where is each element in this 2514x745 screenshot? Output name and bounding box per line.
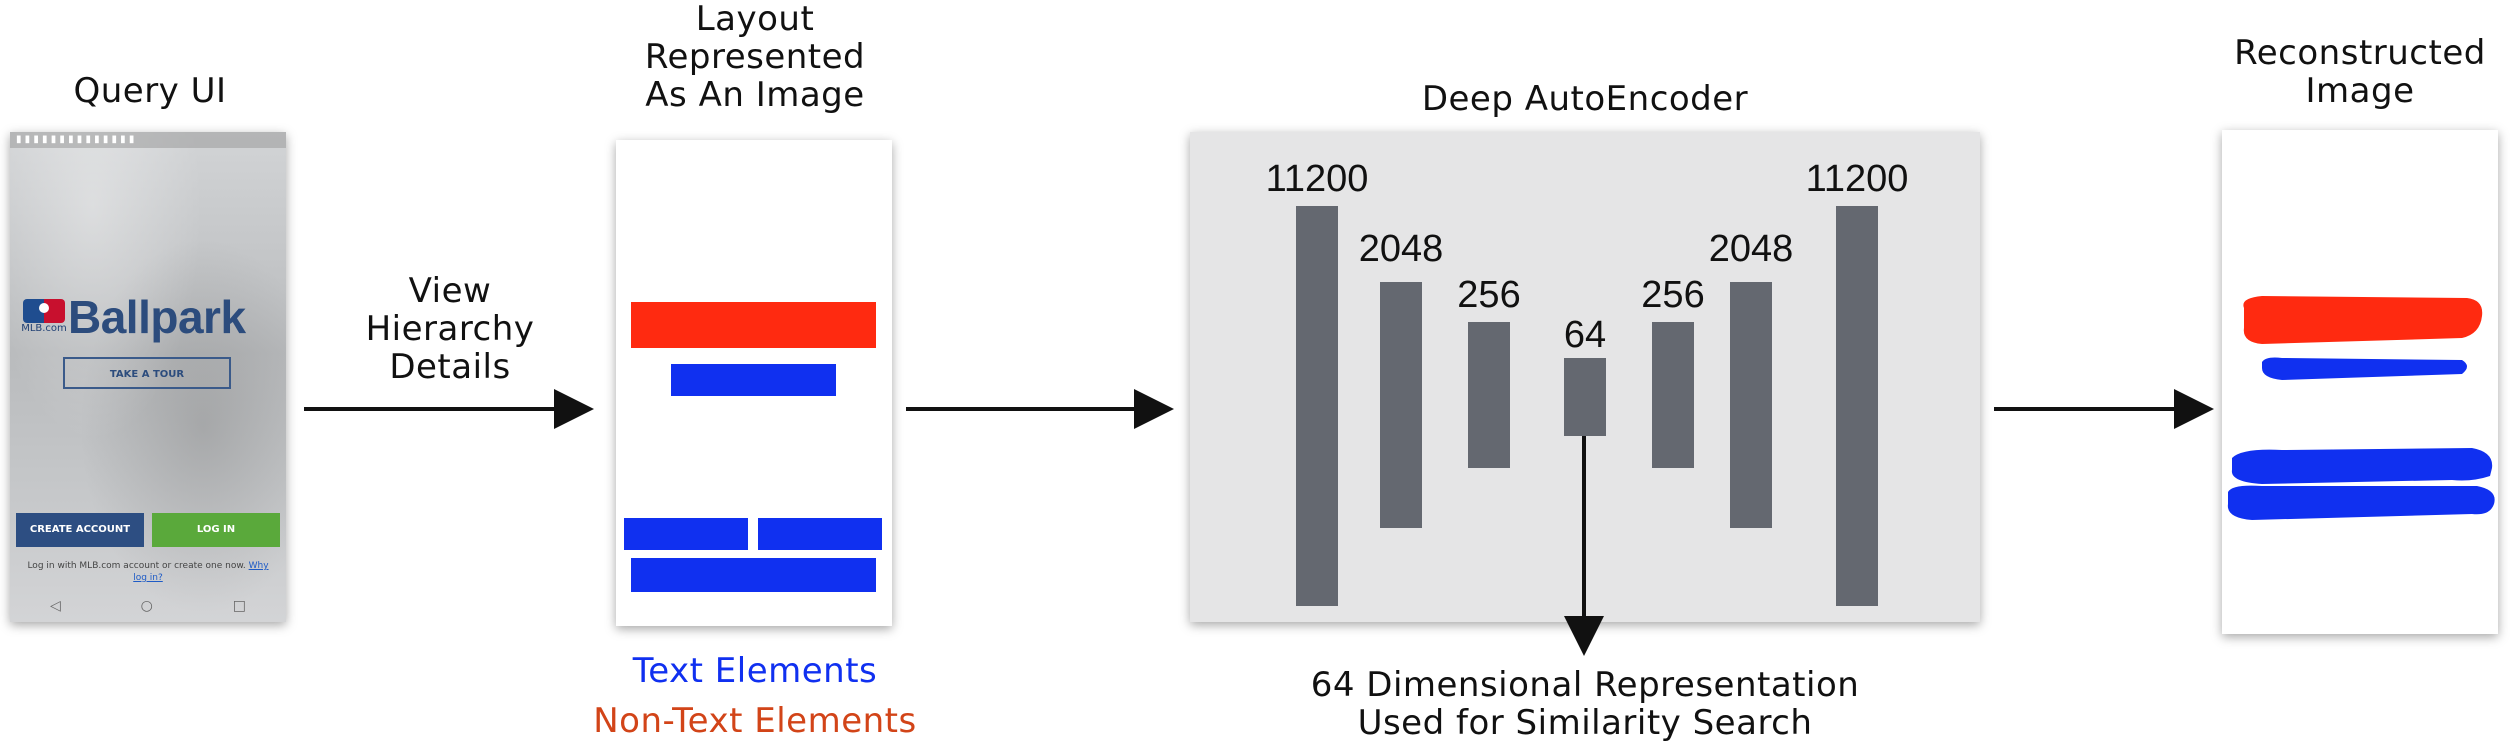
status-bar: ▮ ▮ ▮ ▮ ▮ ▮ ▮ ▮ ▮ ▮ ▮ ▮ ▮ ▮ <box>10 132 286 148</box>
view-hierarchy-label-line-1: View <box>408 271 492 311</box>
brand-header: MLB.com Ballpark <box>20 290 280 344</box>
mlb-logo-text: MLB.com <box>21 323 67 334</box>
reconstructed-text-blob <box>2231 448 2493 484</box>
home-icon[interactable]: ○ <box>140 597 153 614</box>
layout-text-element <box>671 364 836 396</box>
create-account-button[interactable]: CREATE ACCOUNT <box>16 513 144 547</box>
why-log-in-link[interactable]: Why log in? <box>133 561 269 583</box>
layer-size-label: 256 <box>1641 274 1705 316</box>
deep-autoencoder-label: Deep AutoEncoder <box>1421 79 1749 119</box>
reconstructed-image-label-line-1: Reconstructed <box>2234 33 2486 73</box>
layout-image-label: Layout Represented As An Image <box>590 0 920 114</box>
reconstructed-text-blob <box>2262 357 2467 380</box>
layer-size-label: 11200 <box>1265 158 1369 200</box>
representation-label-line-1: 64 Dimensional Representation <box>1310 665 1860 705</box>
representation-label: 64 Dimensional Representation Used for S… <box>1300 666 1870 742</box>
representation-label-line-2: Used for Similarity Search <box>1357 703 1813 743</box>
layout-text-element <box>624 518 748 550</box>
reconstructed-image-label-line-2: Image <box>2305 71 2415 111</box>
encoder-layer-bar <box>1296 206 1338 606</box>
layout-text-element <box>758 518 882 550</box>
brand-name: Ballpark <box>68 291 246 343</box>
mlb-logo: MLB.com <box>20 297 68 337</box>
bottleneck-layer-bar <box>1564 358 1606 436</box>
layer-size-label: 2048 <box>1358 228 1444 270</box>
view-hierarchy-label: View Hierarchy Details <box>340 272 560 386</box>
encoder-layer-bar <box>1468 322 1510 468</box>
view-hierarchy-label-line-3: Details <box>389 347 511 387</box>
decoder-layer-bar <box>1652 322 1694 468</box>
layout-image-label-line-3: As An Image <box>645 75 865 115</box>
decoder-layer-bar <box>1836 206 1878 606</box>
log-in-button[interactable]: LOG IN <box>152 513 280 547</box>
decoder-layer-bar <box>1730 282 1772 528</box>
query-ui-label: Query UI <box>73 71 227 111</box>
layer-size-label: 256 <box>1457 274 1521 316</box>
encoder-layer-bar <box>1380 282 1422 528</box>
legend-non-text-elements: Non-Text Elements <box>593 701 917 741</box>
mlb-logo-icon <box>23 299 65 323</box>
legend-text-elements: Text Elements <box>632 651 878 691</box>
take-a-tour-button[interactable]: TAKE A TOUR <box>63 357 231 389</box>
back-icon[interactable]: ◁ <box>49 597 61 614</box>
layout-non-text-element <box>631 302 876 348</box>
reconstructed-non-text-blob <box>2243 296 2483 344</box>
layer-size-label: 11200 <box>1805 158 1909 200</box>
login-footnote: Log in with MLB.com account or create on… <box>20 560 276 584</box>
query-ui-screenshot: ▮ ▮ ▮ ▮ ▮ ▮ ▮ ▮ ▮ ▮ ▮ ▮ ▮ ▮ MLB.com Ball… <box>10 132 286 622</box>
recents-icon[interactable]: □ <box>232 597 247 614</box>
reconstructed-image-label: Reconstructed Image <box>2190 34 2514 110</box>
reconstructed-image-card <box>2222 130 2498 634</box>
layout-text-element <box>631 558 876 592</box>
reconstructed-text-blob <box>2227 485 2495 520</box>
layout-image-card <box>616 140 892 626</box>
login-footnote-text: Log in with MLB.com account or create on… <box>27 561 246 571</box>
layout-image-label-line-2: Represented <box>644 37 866 77</box>
layer-size-label: 64 <box>1563 314 1607 356</box>
layer-size-label: 2048 <box>1708 228 1794 270</box>
android-nav-bar: ◁ ○ □ <box>10 589 286 622</box>
view-hierarchy-label-line-2: Hierarchy <box>365 309 535 349</box>
layout-image-label-line-1: Layout <box>695 0 815 39</box>
reconstructed-blobs <box>2227 296 2495 520</box>
